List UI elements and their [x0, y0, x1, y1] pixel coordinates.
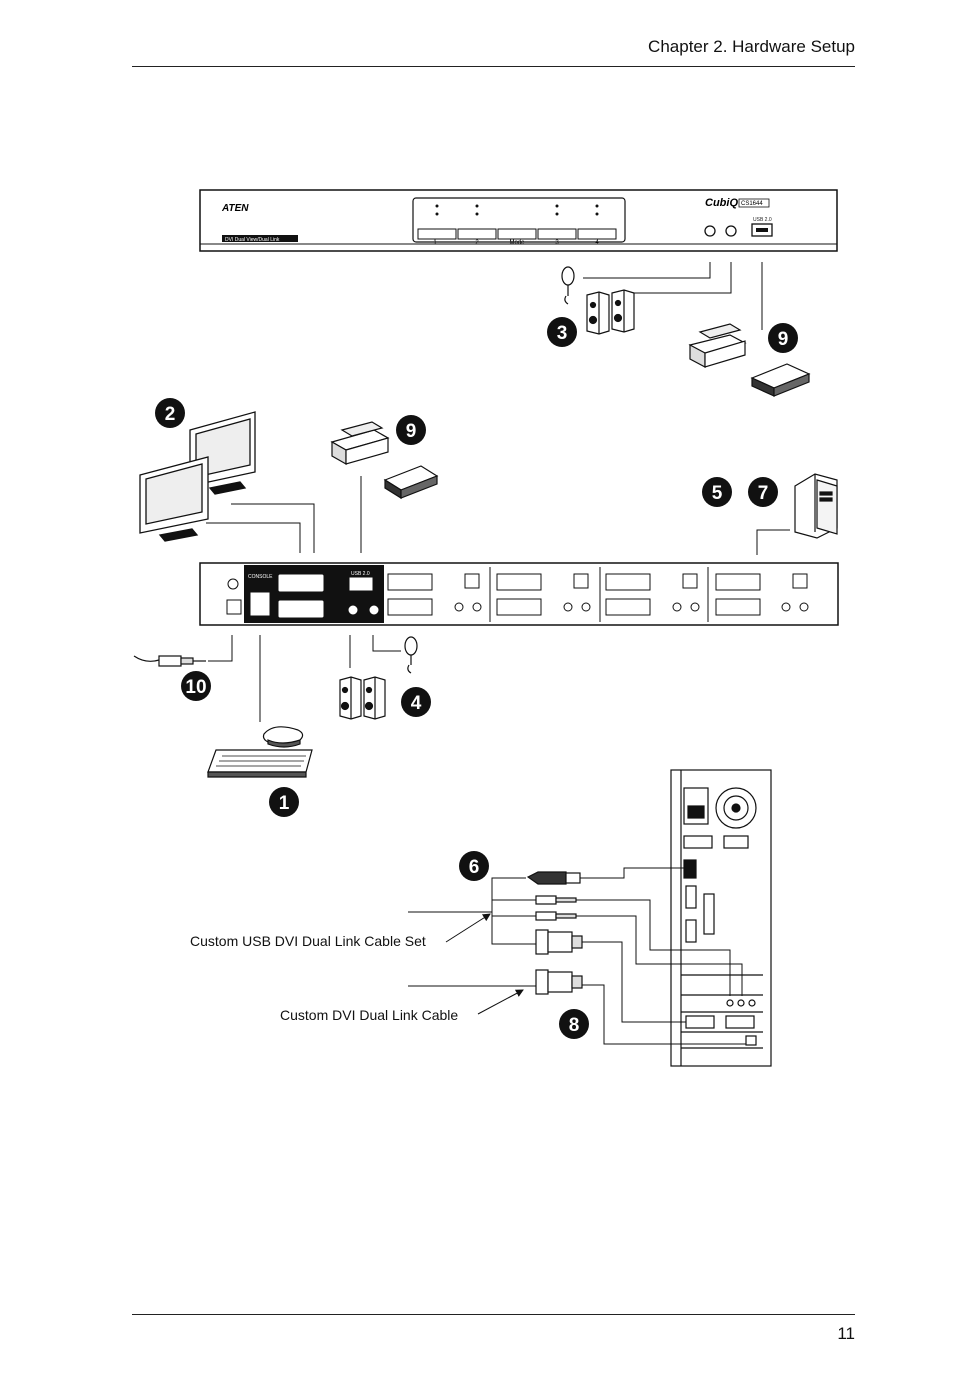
rear-usb-label: USB 2.0	[351, 571, 370, 577]
monitors-icon	[139, 411, 256, 542]
cable-routing-lines	[408, 867, 747, 1045]
svg-text:6: 6	[469, 857, 480, 878]
rear-speakers-icon	[339, 676, 386, 720]
usb-dvi-cable-set-label: Custom USB DVI Dual Link Cable Set	[190, 933, 426, 949]
footer-divider	[132, 1314, 855, 1315]
kvm-rear-panel: CONSOLE USB 2.0	[199, 562, 839, 626]
power-jack	[226, 599, 242, 615]
front-external-drive-icon	[750, 363, 811, 397]
front-connection-lines	[583, 262, 763, 330]
callout-10: 10	[181, 671, 211, 701]
rear-mic-jack	[368, 604, 380, 616]
rear-printer-icon	[330, 421, 390, 466]
console-dvi-port-1	[277, 573, 325, 593]
computer-tower-icon	[794, 473, 838, 539]
brand-logo: ATEN	[221, 203, 249, 214]
callout-9-front: 9	[768, 323, 798, 353]
rear-connection-lines	[206, 476, 790, 722]
callout-4: 4	[401, 687, 431, 717]
rear-mic-icon	[404, 636, 418, 674]
callout-9-rear: 9	[396, 415, 426, 445]
page-number: 11	[837, 1324, 855, 1343]
front-strip-label: DVI Dual View/Dual Link	[225, 237, 280, 243]
usb-dvi-cable-set-icon	[526, 871, 583, 995]
port-button-3: 3	[555, 240, 559, 246]
header-divider	[132, 66, 855, 67]
kvm-front-panel: ATEN DVI Dual View/Dual Link 1 2 Mode 3 …	[199, 189, 838, 252]
rear-speaker-jack	[347, 604, 359, 616]
svg-text:1: 1	[279, 793, 290, 814]
console-dvi-port-2	[277, 599, 325, 619]
computer-rear-panel	[670, 769, 772, 1067]
svg-text:2: 2	[165, 404, 176, 425]
rear-usb-port	[348, 576, 374, 592]
front-mic-jack	[704, 225, 716, 237]
console-label: CONSOLE	[248, 574, 273, 580]
model-badge: CS1644	[741, 201, 763, 207]
callout-5: 5	[702, 477, 732, 507]
svg-text:10: 10	[185, 677, 206, 698]
mode-button: Mode	[509, 240, 525, 246]
svg-text:4: 4	[411, 693, 422, 714]
rear-external-drive-icon	[383, 465, 439, 500]
svg-text:7: 7	[758, 483, 769, 504]
dvi-cable-label: Custom DVI Dual Link Cable	[280, 1007, 458, 1023]
callout-2: 2	[155, 398, 185, 428]
port-button-2: 2	[475, 240, 479, 246]
svg-text:9: 9	[406, 421, 417, 442]
front-printer-icon	[688, 323, 747, 368]
front-speaker-jack	[725, 225, 737, 237]
svg-text:8: 8	[569, 1015, 580, 1036]
computer-port-sections	[387, 567, 809, 622]
console-usb-ports	[249, 591, 271, 617]
svg-text:5: 5	[712, 483, 723, 504]
callout-8: 8	[559, 1009, 589, 1039]
callout-6: 6	[459, 851, 489, 881]
power-adapter-icon	[133, 655, 206, 667]
mouse-icon	[262, 726, 304, 748]
front-port-buttons: 1 2 Mode 3 4	[417, 204, 617, 246]
keyboard-icon	[207, 749, 313, 778]
svg-text:9: 9	[778, 329, 789, 350]
port-button-4: 4	[595, 240, 599, 246]
port-button-1: 1	[433, 240, 437, 246]
callout-7: 7	[748, 477, 778, 507]
front-mic-icon	[561, 266, 575, 305]
front-speakers-icon	[586, 289, 635, 335]
front-usb-label: USB 2.0	[753, 217, 772, 223]
model-logo: CubiQ	[705, 197, 738, 209]
svg-text:3: 3	[557, 323, 568, 344]
page-header-title: Chapter 2. Hardware Setup	[648, 37, 855, 56]
callout-3: 3	[547, 317, 577, 347]
callout-1: 1	[269, 787, 299, 817]
firmware-switch	[227, 578, 239, 590]
